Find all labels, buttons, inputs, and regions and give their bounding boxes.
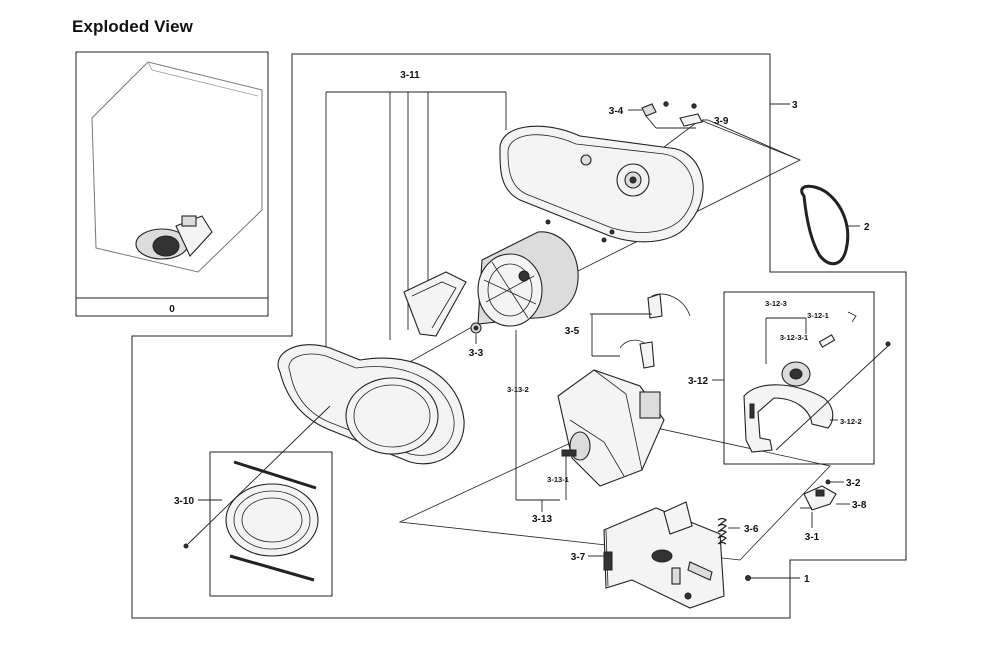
callout-3-4: 3-4: [609, 106, 624, 117]
callout-3-6: 3-6: [744, 524, 759, 535]
callout-3-5: 3-5: [565, 326, 580, 337]
inset-label-0: 0: [169, 304, 175, 315]
part-2-belt[interactable]: [800, 184, 850, 266]
inset-drive-assembly[interactable]: [135, 215, 213, 260]
part-3-5-clips[interactable]: [619, 293, 691, 369]
drive-motor[interactable]: [557, 369, 665, 487]
inset-box: [75, 51, 269, 317]
callout-3-12-1: 3-12-1: [807, 311, 829, 320]
main-assembly-frame: [131, 53, 907, 619]
part-3-12-3-pulley[interactable]: [781, 361, 811, 387]
callout-2: 2: [864, 222, 870, 233]
part-3-8-switch[interactable]: [803, 485, 837, 511]
callout-3-13-2: 3-13-2: [507, 385, 529, 394]
part-3-10-box: [209, 451, 333, 597]
callout-3-12-3-1: 3-12-3-1: [780, 333, 808, 342]
callout-3-13: 3-13: [532, 514, 552, 525]
callout-3-12: 3-12: [688, 376, 708, 387]
part-3-12-box: [723, 291, 875, 465]
callout-3-12-3: 3-12-3: [765, 299, 787, 308]
callout-3-10: 3-10: [174, 496, 194, 507]
callout-3-13-1: 3-13-1: [547, 475, 569, 484]
callout-3-2: 3-2: [846, 478, 861, 489]
callout-3-7: 3-7: [571, 552, 586, 563]
part-3-4-clip[interactable]: [641, 103, 657, 117]
blower-wheel[interactable]: [477, 231, 579, 327]
callout-3-9: 3-9: [714, 116, 729, 127]
callout-3: 3: [792, 100, 798, 111]
callout-3-1: 3-1: [805, 532, 820, 543]
callout-3-11: 3-11: [400, 70, 420, 81]
callout-3-3: 3-3: [469, 348, 484, 359]
part-3-10-seal[interactable]: [183, 460, 319, 582]
rear-duct-housing[interactable]: [499, 125, 704, 243]
front-blower-housing[interactable]: [277, 344, 465, 465]
part-3-9-bracket[interactable]: [679, 113, 703, 127]
part-3-6-spring[interactable]: [717, 517, 728, 545]
part-3-3-nut[interactable]: [470, 322, 482, 334]
callout-3-8: 3-8: [852, 500, 867, 511]
callout-3-12-2: 3-12-2: [840, 417, 862, 426]
callout-labels: 3-11 3-4 3-9 3 2 3-5 3-3 3-13-2 3-12 3-1…: [174, 70, 870, 585]
part-3-12-idler-arm[interactable]: [743, 384, 834, 453]
screws-rear: [545, 101, 697, 243]
lint-duct-plate[interactable]: [403, 271, 467, 337]
page-title: Exploded View: [72, 17, 193, 36]
part-3-7-motor-base[interactable]: [603, 507, 725, 609]
callout-1: 1: [804, 574, 810, 585]
part-3-12-1-spring[interactable]: [818, 311, 857, 348]
motor-mount-flap[interactable]: [663, 501, 693, 535]
